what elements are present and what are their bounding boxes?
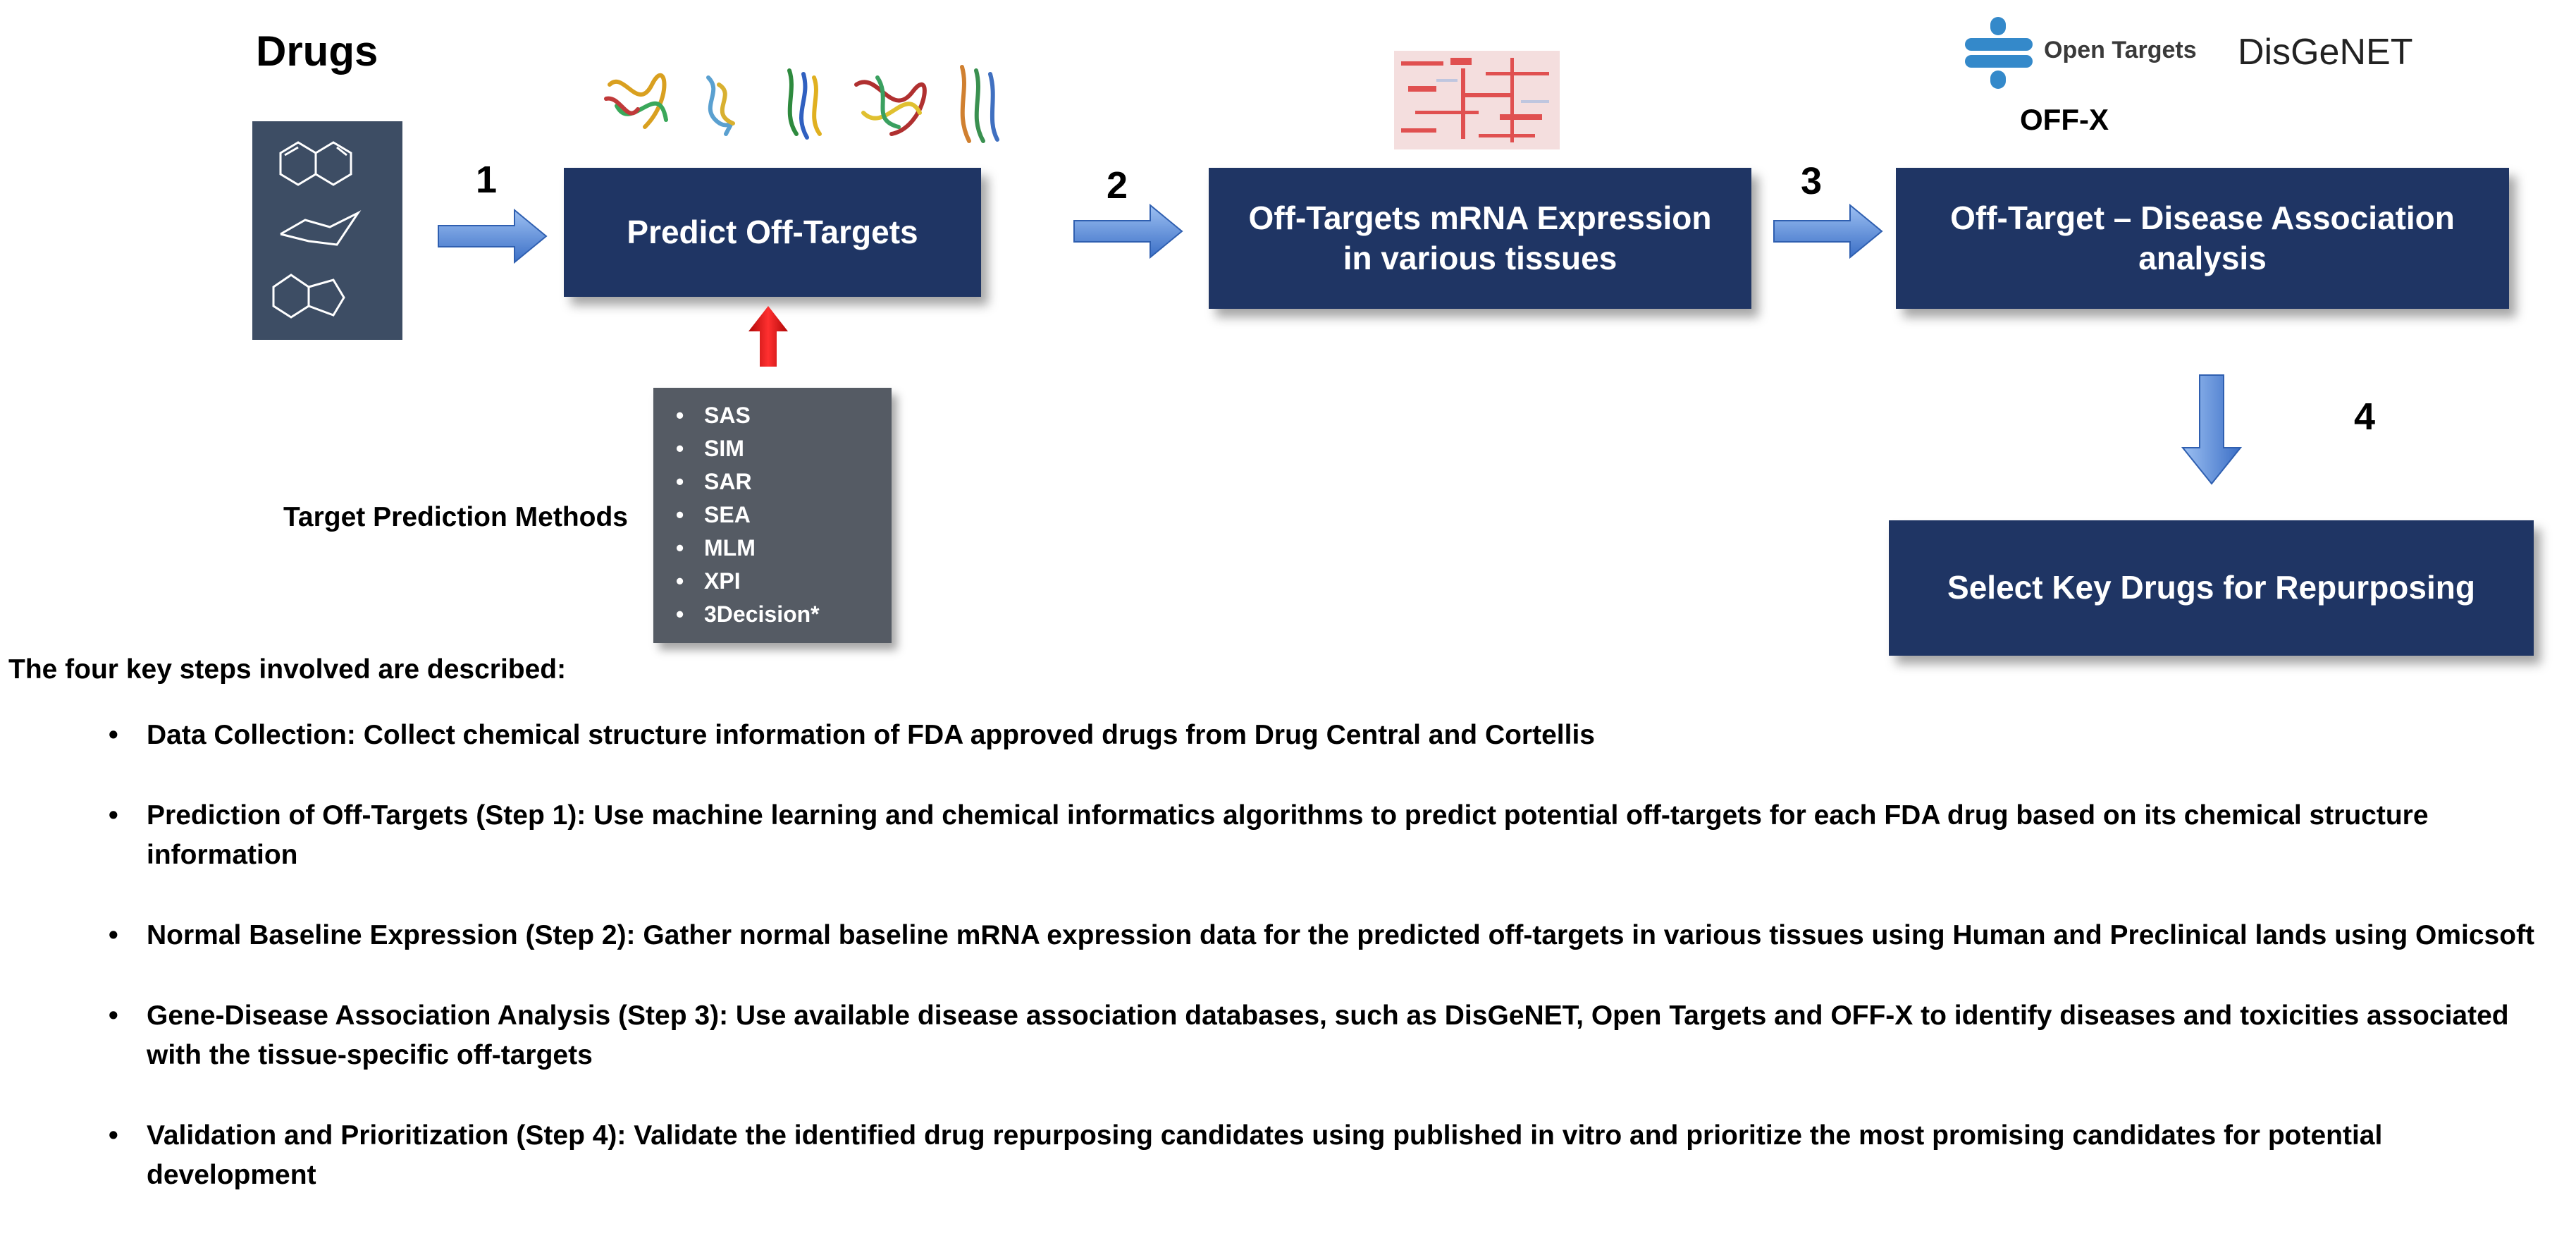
open-targets-logo-text: Open Targets xyxy=(2044,37,2197,63)
description-item-validation: Validation and Prioritization (Step 4): … xyxy=(106,1116,2558,1195)
open-targets-logo-icon xyxy=(1965,17,2033,89)
disease-association-label-line2: analysis xyxy=(2138,240,2267,276)
arrow-right-icon xyxy=(438,208,548,264)
description-heading: The four key steps involved are describe… xyxy=(8,654,567,685)
predict-off-targets-label: Predict Off-Targets xyxy=(627,213,918,250)
select-key-drugs-label: Select Key Drugs for Repurposing xyxy=(1947,569,2475,606)
method-item: SEA xyxy=(676,498,892,532)
heatmap-image xyxy=(1394,51,1560,149)
disease-association-label-line1: Off-Target – Disease Association xyxy=(1950,199,2455,236)
method-item: XPI xyxy=(676,565,892,598)
mrna-expression-box: Off-Targets mRNA Expression in various t… xyxy=(1209,168,1751,309)
predict-off-targets-box: Predict Off-Targets xyxy=(564,168,981,297)
drugs-label: Drugs xyxy=(256,27,378,75)
methods-list-box: SAS SIM SAR SEA MLM XPI 3Decision* xyxy=(653,388,892,643)
method-item: SAS xyxy=(676,399,892,432)
target-prediction-methods-label: Target Prediction Methods xyxy=(283,502,628,532)
arrow-up-icon xyxy=(748,306,788,367)
molecule-drawing xyxy=(272,141,362,319)
description-item-baseline-expression: Normal Baseline Expression (Step 2): Gat… xyxy=(106,916,2558,955)
step-number-4: 4 xyxy=(2354,396,2376,438)
method-item: SIM xyxy=(676,432,892,465)
step-number-1: 1 xyxy=(476,159,498,201)
offx-label: OFF-X xyxy=(2020,103,2109,136)
description-item-prediction: Prediction of Off-Targets (Step 1): Use … xyxy=(106,796,2558,875)
select-key-drugs-box: Select Key Drugs for Repurposing xyxy=(1889,520,2534,656)
disgenet-logo-text: DisGeNET xyxy=(2238,32,2413,73)
description-list: Data Collection: Collect chemical struct… xyxy=(106,716,2558,1236)
description-item-gene-disease: Gene-Disease Association Analysis (Step … xyxy=(106,996,2558,1075)
protein-structures-image xyxy=(604,65,999,143)
arrow-right-icon xyxy=(1773,203,1883,259)
method-item: 3Decision* xyxy=(676,598,892,631)
chemical-structures-image xyxy=(252,121,402,340)
description-item-data-collection: Data Collection: Collect chemical struct… xyxy=(106,716,2558,755)
method-item: SAR xyxy=(676,465,892,498)
mrna-expression-label-line2: in various tissues xyxy=(1343,240,1617,276)
method-item: MLM xyxy=(676,532,892,565)
arrow-right-icon xyxy=(1073,203,1183,259)
step-number-3: 3 xyxy=(1801,160,1823,202)
mrna-expression-label-line1: Off-Targets mRNA Expression xyxy=(1248,199,1712,236)
disease-association-box: Off-Target – Disease Association analysi… xyxy=(1896,168,2509,309)
step-number-2: 2 xyxy=(1107,164,1128,207)
arrow-down-icon xyxy=(2181,374,2243,485)
